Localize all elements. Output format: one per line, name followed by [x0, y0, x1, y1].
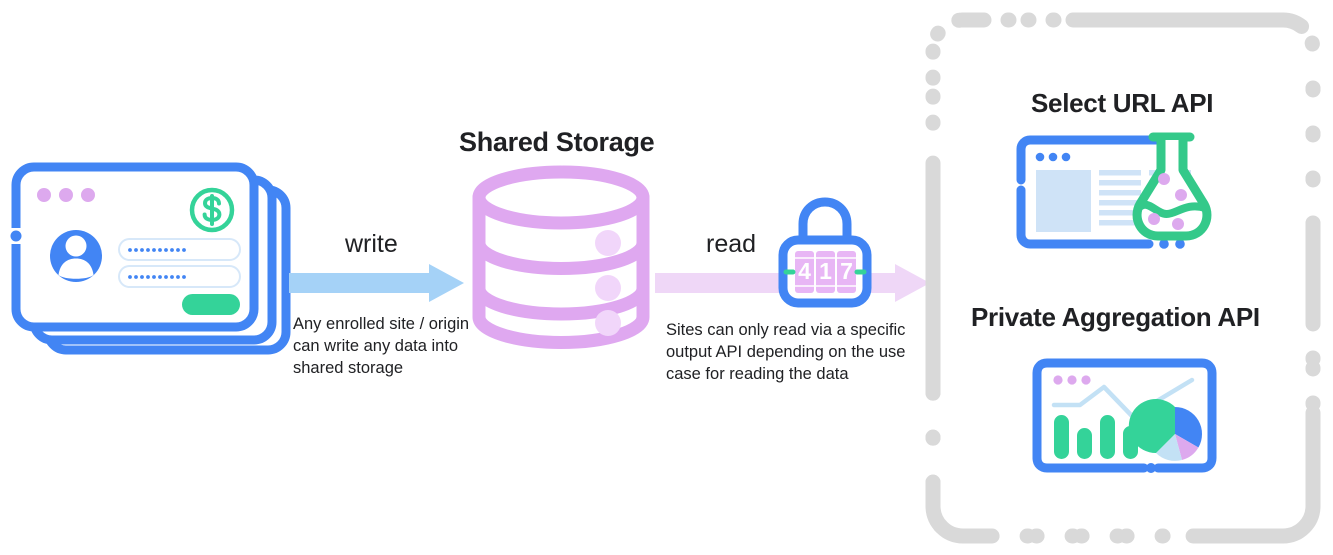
browser-dot-2-icon: [1048, 152, 1058, 162]
password-field-1[interactable]: [118, 238, 241, 261]
shared-storage-title: Shared Storage: [459, 127, 655, 157]
output-apis-panel: [921, 8, 1325, 548]
lock-digit-1: 4: [798, 258, 811, 284]
enrolled-sites-card-stack: [8, 160, 298, 365]
lock-dial-group: 4 1 7: [795, 251, 856, 293]
storage-indicator-3-icon: [595, 310, 621, 336]
write-arrow-icon: [289, 264, 464, 302]
write-label: write: [345, 230, 398, 258]
browser-edge-dot-icon: [1146, 463, 1156, 473]
storage-indicator-1-icon: [595, 230, 621, 256]
private-aggregation-api-title: Private Aggregation API: [971, 302, 1260, 332]
pie-chart-icon: [1128, 399, 1203, 461]
chart-dot-3-icon: [1081, 375, 1091, 385]
panel-dashed-border: [925, 12, 1321, 544]
combination-lock-icon: 4 1 7: [776, 196, 874, 308]
read-caption: Sites can only read via a specific outpu…: [666, 321, 906, 383]
storage-indicator-2-icon: [595, 275, 621, 301]
card-edge-dot-icon: [10, 230, 22, 242]
avatar-icon: [50, 230, 102, 282]
submit-button[interactable]: [182, 294, 240, 315]
read-label: read: [706, 230, 757, 258]
write-caption: Any enrolled site / origin can write any…: [293, 315, 470, 377]
bar-chart-icon: [1054, 415, 1138, 459]
browser-dot-3-icon: [1061, 152, 1071, 162]
select-url-api-title: Select URL API: [1031, 88, 1214, 118]
content-block-icon: [1036, 170, 1091, 232]
browser-edge-dot-2-icon: [1175, 239, 1185, 249]
browser-dot-1-icon: [1035, 152, 1045, 162]
flask-icon: [1132, 132, 1212, 241]
browser-edge-dot-1-icon: [1159, 239, 1169, 249]
lock-digit-3: 7: [840, 258, 853, 284]
window-dot-1-icon: [37, 188, 51, 202]
browser-chart-icon: [1032, 358, 1217, 478]
chart-dot-2-icon: [1067, 375, 1077, 385]
site-card-front: [10, 162, 259, 332]
lock-digit-2: 1: [819, 258, 832, 284]
chart-dot-1-icon: [1053, 375, 1063, 385]
window-dot-3-icon: [81, 188, 95, 202]
browser-flask-icon: [1014, 132, 1229, 257]
password-field-2[interactable]: [118, 265, 241, 288]
window-dot-2-icon: [59, 188, 73, 202]
dollar-badge-icon: [189, 187, 235, 233]
shared-storage-database-icon: [468, 165, 654, 350]
